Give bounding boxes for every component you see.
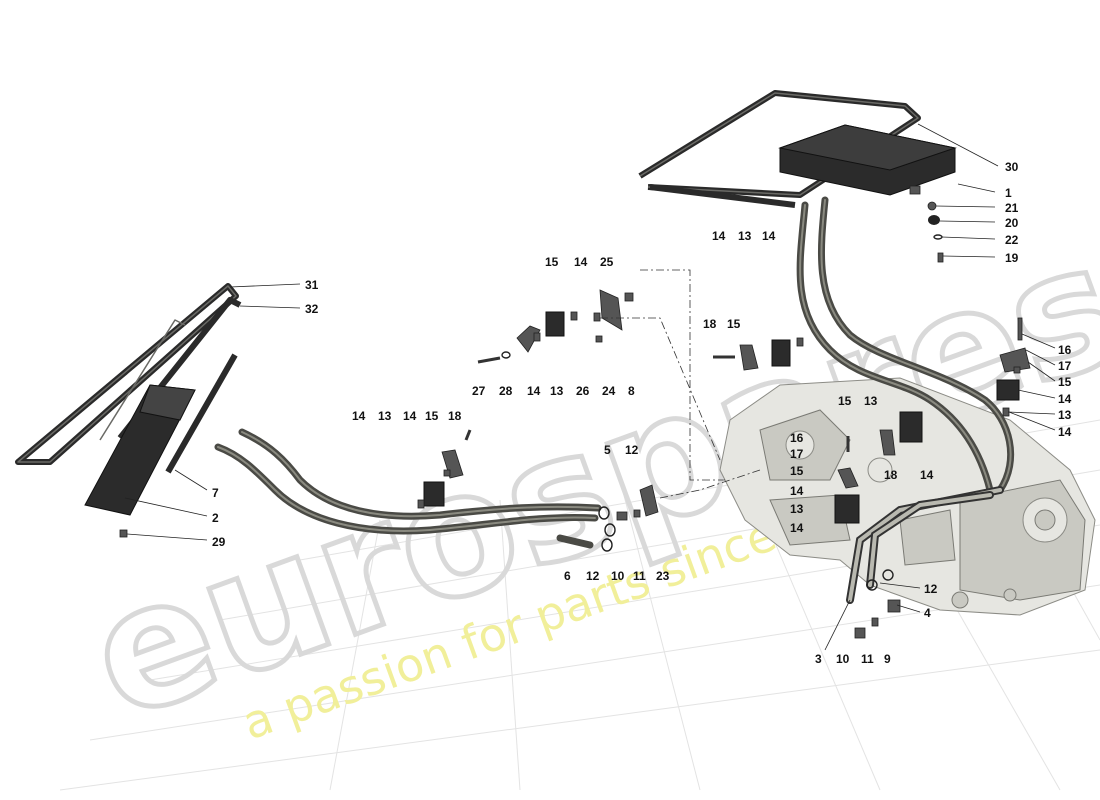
callout-14-d: 14 [762,229,776,243]
fittings-right [927,201,944,263]
callout-23: 23 [656,569,670,583]
callout-13-c: 13 [378,409,392,423]
callout-13-f: 13 [1058,408,1072,422]
callout-26: 26 [576,384,590,398]
callout-14-h: 14 [790,484,804,498]
callout-9: 9 [884,652,891,666]
callout-1: 1 [1005,186,1012,200]
callout-4: 4 [924,606,931,620]
callout-11-b: 11 [861,652,874,666]
callout-12-a: 12 [625,443,639,457]
callout-14-g: 14 [920,468,934,482]
callout-14-c: 14 [712,229,726,243]
callout-15-d: 15 [838,394,852,408]
gearbox [719,377,1096,616]
callout-17-b: 17 [1058,359,1072,373]
callout-6: 6 [564,569,571,583]
callout-labels: 30 1 21 20 22 19 31 32 7 2 29 15 14 25 2… [212,160,1072,666]
callout-13-a: 13 [550,384,564,398]
return-hoses [214,428,602,549]
callout-13-d: 13 [864,394,878,408]
callout-14-e: 14 [352,409,366,423]
callout-21: 21 [1005,201,1019,215]
callout-18-c: 18 [884,468,898,482]
callout-15-f: 15 [1058,375,1072,389]
mount-parts [417,289,1031,639]
callout-14-k: 14 [1058,425,1072,439]
callout-22: 22 [1005,233,1019,247]
callout-12-b: 12 [586,569,600,583]
callout-31: 31 [305,278,319,292]
callout-30: 30 [1005,160,1019,174]
callout-14-f: 14 [403,409,417,423]
callout-18-a: 18 [703,317,717,331]
callout-13-e: 13 [790,502,804,516]
oil-cooler-top [638,90,957,208]
callout-25: 25 [600,255,614,269]
callout-29: 29 [212,535,226,549]
callout-15-e: 15 [790,464,804,478]
callout-28: 28 [499,384,513,398]
callout-7: 7 [212,486,219,500]
callout-5: 5 [604,443,611,457]
cooler-hoses [796,196,1015,604]
callout-14-j: 14 [1058,392,1072,406]
oil-cooler-left [15,283,242,538]
assembly-lines [600,269,761,499]
leader-lines [124,123,1056,651]
callout-13-b: 13 [738,229,752,243]
callout-24: 24 [602,384,616,398]
callout-32: 32 [305,302,319,316]
callout-8: 8 [628,384,635,398]
callout-3: 3 [815,652,822,666]
callout-27: 27 [472,384,486,398]
callout-16-a: 16 [790,431,804,445]
callout-16-b: 16 [1058,343,1072,357]
callout-11-a: 11 [633,569,646,583]
callout-14-i: 14 [790,521,804,535]
callout-17-a: 17 [790,447,804,461]
callout-10-a: 10 [611,569,625,583]
callout-15-c: 15 [425,409,439,423]
callout-12-c: 12 [924,582,938,596]
callout-10-b: 10 [836,652,850,666]
callout-20: 20 [1005,216,1019,230]
callout-19: 19 [1005,251,1019,265]
callout-14-b: 14 [527,384,541,398]
callout-14-a: 14 [574,255,588,269]
callout-18-b: 18 [448,409,462,423]
callout-2: 2 [212,511,219,525]
callout-15-b: 15 [727,317,741,331]
callout-15-a: 15 [545,255,559,269]
